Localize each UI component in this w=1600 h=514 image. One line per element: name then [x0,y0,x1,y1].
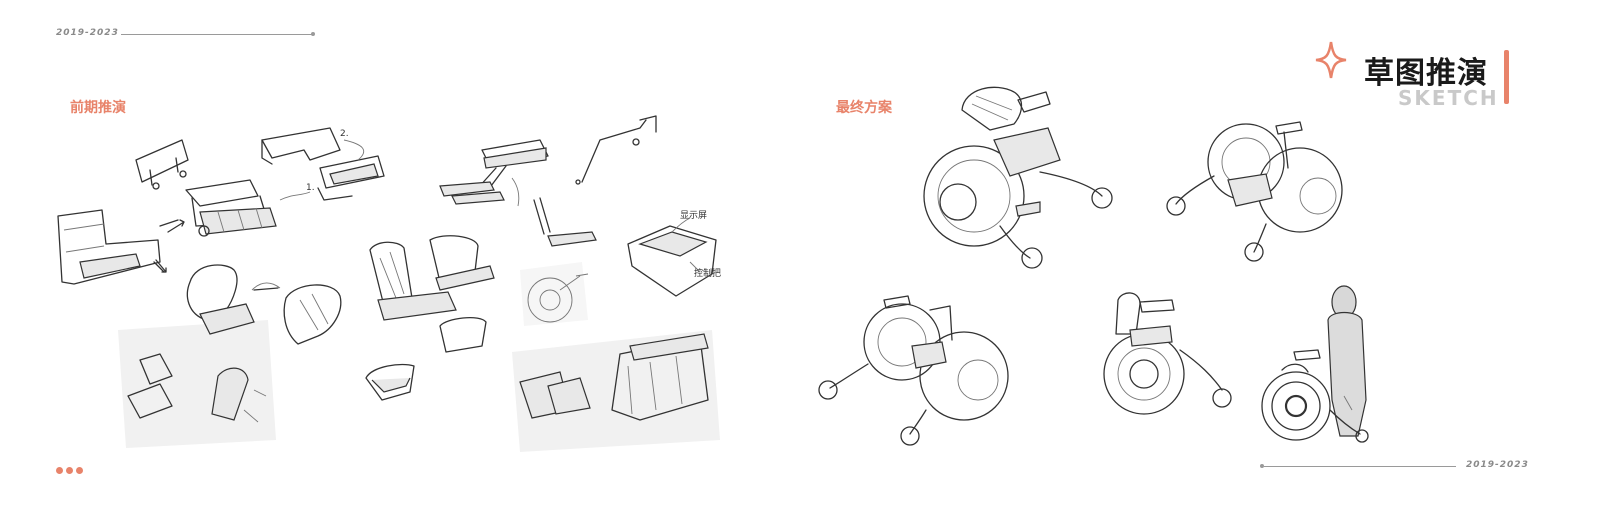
sketch-mid-chairs [365,235,495,401]
page-indicator [56,459,86,478]
sketch-armrest-boxes: 2. 1. [261,127,385,201]
bottom-divider-dot [1260,464,1264,468]
sparkle-icon [1314,40,1348,80]
sketch-joint-parts [127,353,267,423]
sketch-paper-patches [118,262,720,452]
step-2-note: 2. [340,129,349,139]
top-divider-dot [311,32,315,36]
year-range-top: 2019-2023 [56,28,119,38]
page-dot [56,467,63,474]
page-title: 草图推演 [1364,56,1488,91]
section-label-final: 最终方案 [836,100,892,116]
sketch-cart-small [135,139,189,190]
sketch-leg-frames [519,333,709,421]
sketch-wheel-small [527,273,589,323]
top-divider [121,34,313,35]
page-dot [76,467,83,474]
sketch-display-box: 显示屏 控制把 [627,210,721,297]
step-1-note: 1. [306,183,315,193]
sketch-footrest [439,115,657,247]
display-screen-note: 显示屏 [680,210,707,221]
wheelchair-render-5 [1261,285,1369,443]
year-range-bottom: 2019-2023 [1466,460,1529,470]
wheelchair-render-4 [1103,292,1232,415]
sketch-arrows [155,219,279,291]
wheelchair-render-2 [1166,121,1343,262]
sketch-cushion-seats [186,264,342,345]
wheelchair-render-3 [818,295,1009,446]
control-lever-note: 控制把 [694,267,721,279]
section-label-early: 前期推演 [70,100,126,116]
sketch-seat-frame [57,209,179,285]
page-subtitle: SKETCH [1398,86,1499,110]
page-dot [66,467,73,474]
wheelchair-render-1 [923,86,1113,269]
sketch-armrest-seat [185,179,277,237]
title-accent-bar [1504,50,1509,104]
bottom-divider [1264,466,1456,467]
